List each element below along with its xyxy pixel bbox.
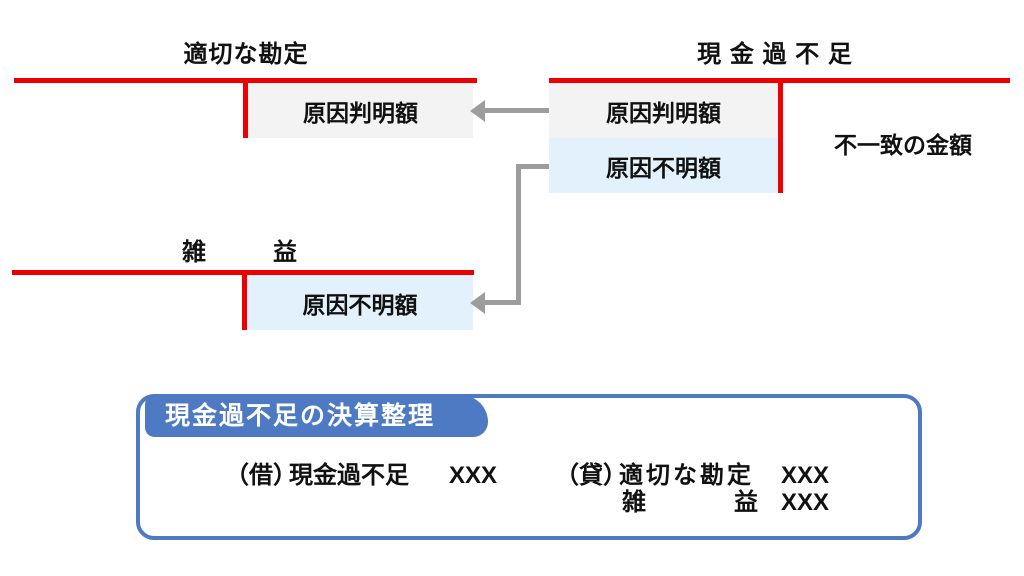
unknown-amount-arrow-top-segment — [516, 164, 549, 169]
journal-debit-label: （借） — [225, 462, 297, 489]
journal-debit-amount: XXX — [449, 462, 498, 489]
misc-gain-divider-line — [242, 270, 247, 330]
journal-credit-account2-char2: 益 — [734, 489, 758, 516]
known-amount-arrow-head-icon — [470, 100, 485, 122]
misc-gain-title-char2: 益 — [273, 239, 297, 266]
account-title-appropriate: 適切な勘定 — [183, 41, 309, 68]
cash-over-short-known-amount-box: 原因判明額 — [549, 83, 778, 138]
unknown-amount-arrow-bottom-segment — [484, 300, 521, 305]
account-title-misc-gain: 雑 益 — [182, 232, 297, 267]
mismatch-amount-label: 不一致の金額 — [834, 132, 972, 158]
journal-credit-label: （貸） — [555, 462, 627, 489]
journal-debit-account: 現金過不足 — [289, 462, 409, 489]
misc-gain-unknown-amount-box: 原因不明額 — [247, 275, 473, 330]
appropriate-known-amount-box: 原因判明額 — [248, 83, 473, 138]
journal-credit-amount2: XXX — [781, 489, 830, 516]
appropriate-account-divider-line — [243, 78, 248, 138]
misc-gain-title-char1: 雑 — [182, 239, 206, 266]
known-amount-arrow-shaft — [484, 108, 549, 113]
journal-credit-amount1: XXX — [781, 462, 830, 489]
journal-credit-account1: 適切な勘定 — [619, 462, 754, 489]
cash-over-short-unknown-amount-box: 原因不明額 — [549, 138, 778, 193]
unknown-amount-arrow-vertical-segment — [516, 164, 521, 305]
closing-adjustment-heading-badge: 現金過不足の決算整理 — [145, 395, 488, 437]
cash-over-short-divider-line — [778, 78, 783, 193]
journal-credit-account2: 雑 益 — [622, 488, 758, 518]
unknown-amount-arrow-head-icon — [470, 292, 485, 314]
journal-credit-account2-char1: 雑 — [622, 489, 646, 516]
account-title-cash-over-short: 現 金 過 不 足 — [697, 41, 853, 68]
